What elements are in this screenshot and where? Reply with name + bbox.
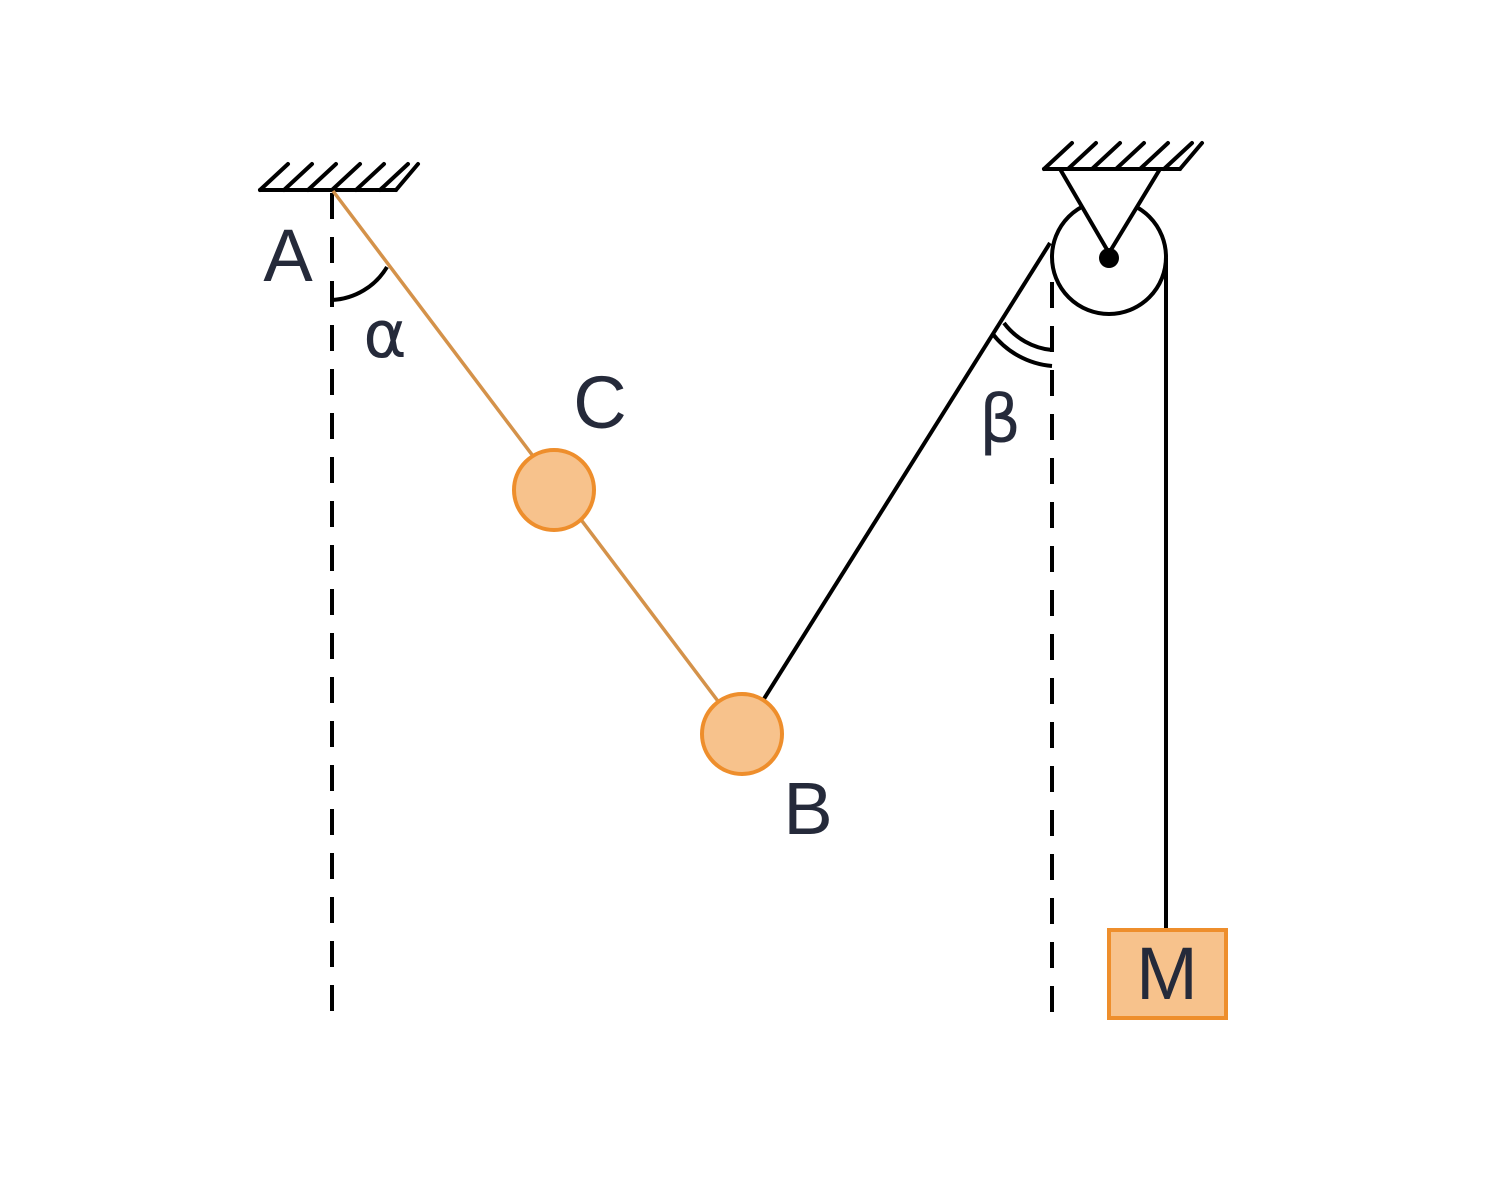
angle-alpha-arc bbox=[331, 265, 389, 302]
label-b: B bbox=[783, 767, 832, 850]
block-m bbox=[1107, 928, 1228, 1020]
label-m: M bbox=[1136, 932, 1198, 1015]
string-b-to-pulley bbox=[760, 241, 1052, 704]
hatch-mark bbox=[1114, 141, 1146, 171]
ceiling-support-a bbox=[258, 162, 420, 192]
hatch-mark bbox=[394, 162, 420, 192]
label-c: C bbox=[573, 361, 626, 444]
hatch-mark bbox=[258, 162, 290, 192]
label-beta: β bbox=[979, 381, 1021, 458]
hatch-mark bbox=[354, 162, 386, 192]
ceiling-support-pulley bbox=[1042, 141, 1204, 171]
hatch-mark bbox=[378, 162, 410, 192]
hatch-mark bbox=[282, 162, 314, 192]
hatch-mark bbox=[330, 162, 362, 192]
hatch-mark bbox=[306, 162, 338, 192]
ball-b bbox=[700, 692, 784, 776]
pulley-axle bbox=[1099, 248, 1119, 268]
hatch-mark bbox=[1066, 141, 1098, 171]
label-alpha: α bbox=[363, 296, 407, 373]
hatch-mark bbox=[1042, 141, 1074, 171]
ball-c bbox=[512, 448, 596, 532]
angle-beta-arc-outer bbox=[990, 331, 1053, 368]
pulley-bracket bbox=[1056, 167, 1164, 257]
angle-beta-arc-inner bbox=[1002, 321, 1053, 352]
hatch-mark bbox=[1138, 141, 1170, 171]
label-a: A bbox=[263, 214, 313, 297]
hatch-mark bbox=[1090, 141, 1122, 171]
hatch-mark bbox=[1178, 141, 1204, 171]
hatch-mark bbox=[1162, 141, 1194, 171]
